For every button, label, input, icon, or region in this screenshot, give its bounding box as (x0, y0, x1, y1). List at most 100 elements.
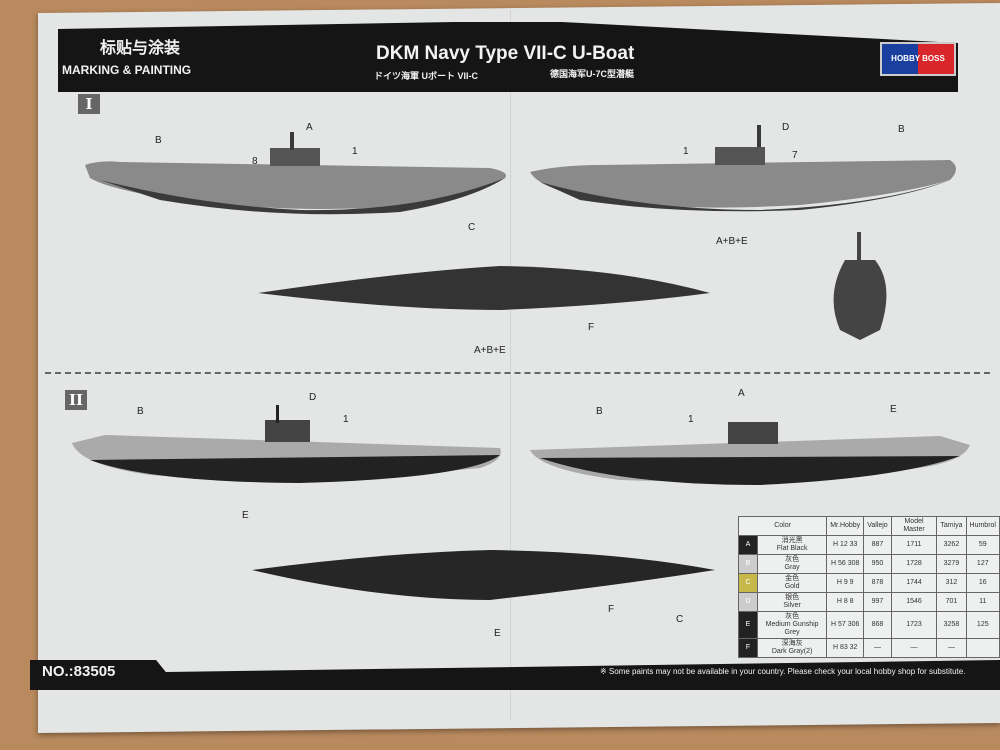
col-vallejo: Vallejo (863, 516, 892, 536)
callout: E (494, 628, 501, 639)
col-humbrol: Humbrol (965, 516, 1000, 536)
sub-1-left-side (85, 132, 506, 215)
paint-code-tamiya: 701 (936, 592, 967, 612)
col-model-master: Model Master (890, 516, 938, 536)
paint-code-tamiya: 3262 (936, 535, 967, 555)
footer-note: ※ Some paints may not be available in yo… (600, 667, 966, 676)
paint-code-humbrol: 59 (965, 535, 1000, 555)
color-name-cn: 金色 (785, 575, 800, 582)
color-key: E (738, 611, 758, 639)
paint-code-tamiya: — (936, 638, 967, 658)
subtitle-cn: 德国海军U-7C型潜艇 (550, 69, 635, 79)
color-name-en: Medium Gunship Grey (765, 621, 819, 636)
paint-code-humbrol: 127 (965, 554, 1000, 574)
main-title: DKM Navy Type VII-C U-Boat (376, 43, 635, 64)
callout: 1 (688, 414, 694, 425)
col-color: Color (737, 516, 828, 536)
paint-code-mrhobby: H 9 9 (826, 573, 865, 593)
paint-code-vallejo: 950 (863, 554, 892, 574)
col-mrhobby: Mr.Hobby (826, 516, 865, 536)
callout: 1 (343, 414, 349, 425)
color-key: D (738, 592, 758, 612)
sub-1-right-side (530, 125, 956, 212)
color-name-cn: 消光黑 (781, 537, 803, 544)
paint-code-humbrol: 16 (965, 573, 1000, 593)
paint-code-humbrol: 11 (965, 592, 1000, 612)
color-name-cn: 银色 (785, 594, 800, 601)
paint-code-mm: — (890, 638, 938, 658)
paint-code-tamiya: 312 (936, 573, 967, 593)
callout: E (890, 404, 897, 415)
callout: A+B+E (716, 236, 748, 247)
section-2-badge: II (65, 390, 87, 410)
paint-code-mrhobby: H 8 8 (826, 592, 865, 612)
paint-code-mm: 1744 (890, 573, 938, 593)
paint-code-vallejo: 997 (863, 592, 892, 612)
color-name-cn: 灰色 (785, 613, 800, 620)
paint-code-mm: 1728 (890, 554, 938, 574)
callout: B (898, 124, 905, 135)
color-name-en: Flat Black (776, 545, 808, 552)
callout: E (242, 510, 249, 521)
color-name-cn: 深海灰 (781, 640, 803, 647)
color-key: C (738, 573, 758, 593)
color-key: A (738, 535, 758, 555)
fold-line (510, 10, 511, 720)
paint-code-mrhobby: H 56 308 (826, 554, 865, 574)
paint-code-vallejo: 887 (863, 535, 892, 555)
callout: D (782, 122, 790, 133)
callout: A (306, 122, 313, 133)
paint-code-mrhobby: H 12 33 (826, 535, 865, 555)
title-cn: 标贴与涂装 (100, 40, 181, 57)
color-name-en: Silver (783, 602, 801, 609)
callout: D (309, 392, 317, 403)
color-key: F (738, 638, 758, 658)
callout: F (588, 322, 595, 333)
callout: C (468, 222, 476, 233)
section-1-badge: I (78, 94, 100, 114)
callout: 7 (792, 150, 798, 161)
color-name-en: Gray (784, 564, 800, 571)
col-tamiya: Tamiya (936, 516, 967, 536)
callout: C (676, 614, 684, 625)
callout: 1 (683, 146, 689, 157)
sub-2-left-side (72, 405, 501, 483)
callout: A (738, 388, 745, 399)
callout: F (608, 604, 615, 615)
callout: 1 (352, 146, 358, 157)
paint-code-mrhobby: H 57 306 (826, 611, 865, 639)
paint-code-tamiya: 3279 (936, 554, 967, 574)
callout: A+B+E (474, 345, 506, 356)
paint-code-humbrol (965, 638, 1000, 658)
paint-code-mm: 1711 (890, 535, 938, 555)
paint-code-vallejo: 878 (863, 573, 892, 593)
paint-code-humbrol: 125 (965, 611, 1000, 639)
paint-code-mm: 1723 (890, 611, 938, 639)
color-key: B (738, 554, 758, 574)
paint-code-mm: 1546 (890, 592, 938, 612)
table-header: Color Mr.Hobby Vallejo Model Master Tami… (737, 516, 1000, 536)
sub-1-top-view (258, 266, 710, 310)
callout: B (137, 406, 144, 417)
brand-text: HOBBY BOSS (891, 54, 945, 63)
subtitle-jp: ドイツ海軍 Uボート VII-C (374, 71, 479, 81)
callout: B (155, 135, 162, 146)
color-name-cn: 灰色 (785, 556, 800, 563)
paint-code-tamiya: 3258 (936, 611, 967, 639)
callout: 8 (252, 156, 258, 167)
section-divider (45, 372, 990, 374)
sub-1-front-view (833, 232, 887, 340)
color-name-en: Dark Gray(2) (771, 648, 813, 655)
paint-code-vallejo: — (863, 638, 892, 658)
